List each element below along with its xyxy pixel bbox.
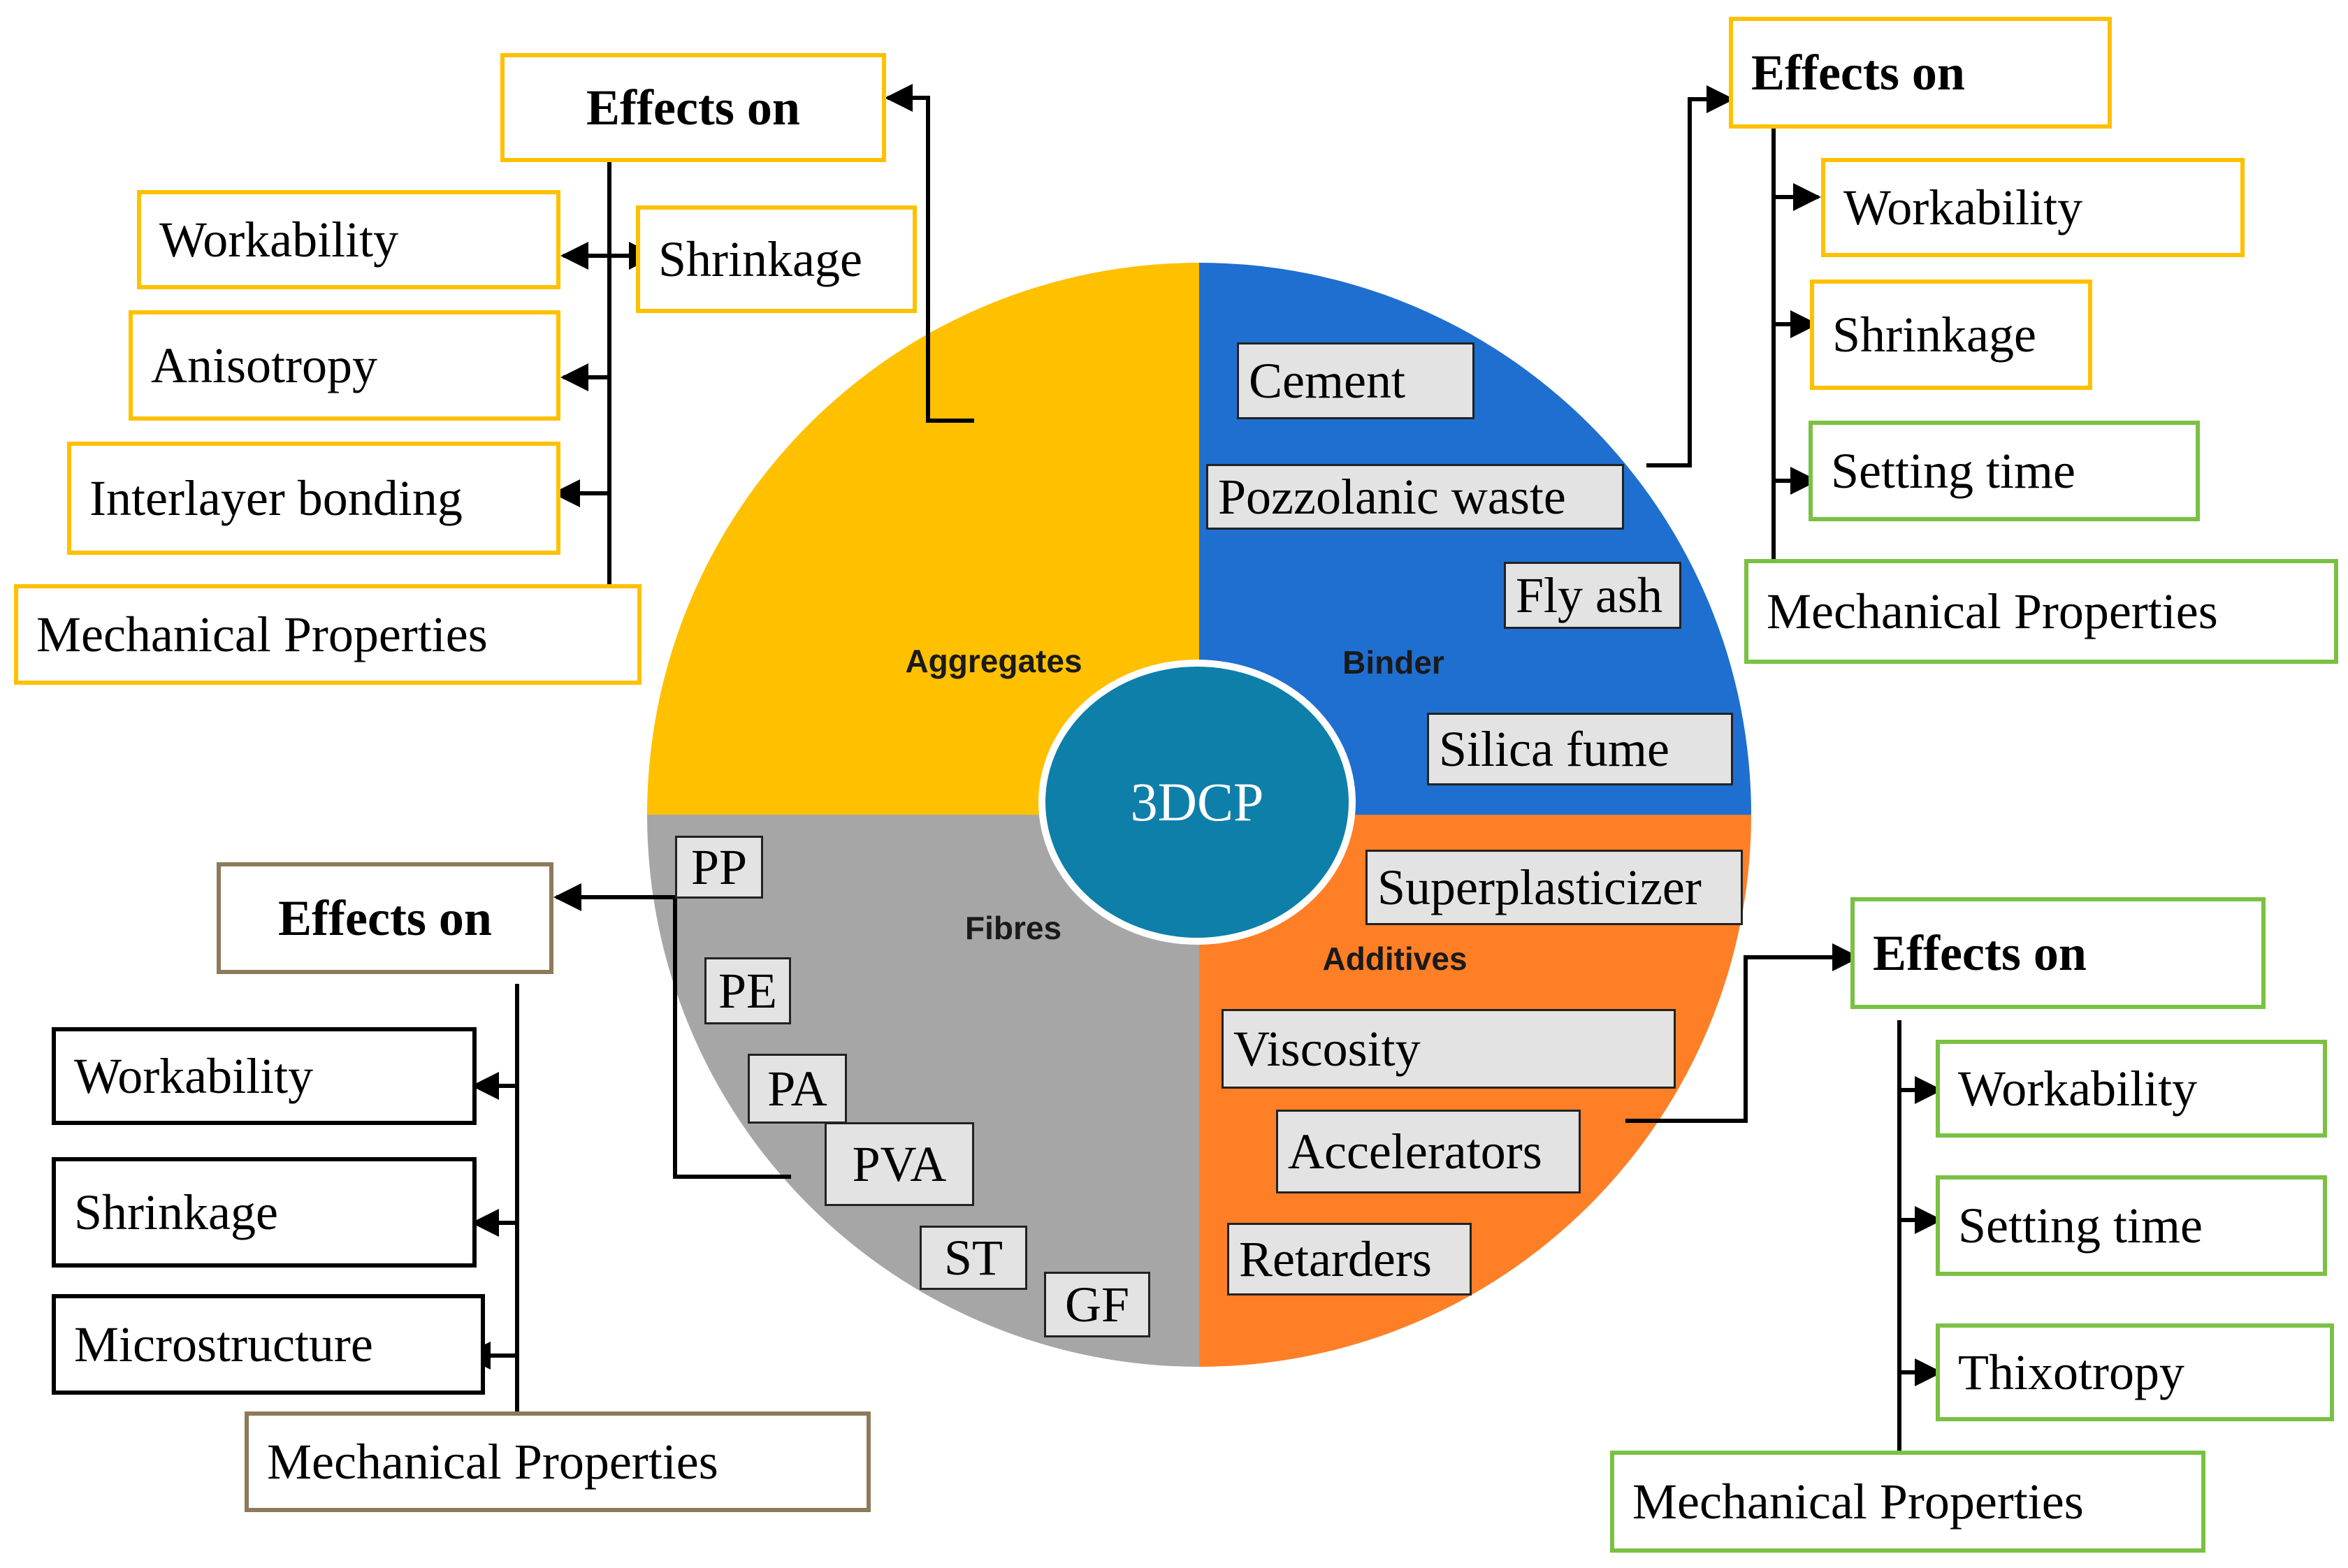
binder-connectors [1646,85,1821,563]
segment-label-additives: Additives [1322,941,1468,977]
aggregates-connectors [552,84,974,584]
additives-effects-header: Effects on [1850,897,2266,1009]
binder-effect-setting-time: Setting time [1809,421,2200,521]
additive-item-accelerators: Accelerators [1276,1110,1581,1193]
binder-effects-header: Effects on [1729,17,2112,129]
additives-effect-thixotropy: Thixotropy [1936,1323,2334,1421]
center-3dcp: 3DCP [1038,660,1356,945]
aggregates-effect-workability: Workability [137,190,560,289]
binder-item-cement: Cement [1237,342,1474,419]
additives-effect-workability: Workability [1936,1040,2327,1138]
binder-effect-mechanical-properties: Mechanical Properties [1744,559,2338,664]
segment-aggregates [647,263,1199,815]
aggregates-effect-mechanical-properties: Mechanical Properties [14,584,642,685]
binder-item-pozzolanic-waste: Pozzolanic waste [1206,464,1624,530]
binder-item-silica-fume: Silica fume [1427,713,1733,785]
additives-effect-mechanical-properties: Mechanical Properties [1610,1451,2205,1553]
additive-item-viscosity: Viscosity [1222,1009,1676,1089]
fibre-item-gf: GF [1044,1272,1150,1337]
fibres-effect-mechanical-properties: Mechanical Properties [245,1411,871,1512]
fibre-item-pp: PP [675,836,763,899]
aggregates-effect-anisotropy: Anisotropy [129,310,560,421]
aggregates-effect-shrinkage: Shrinkage [636,205,917,313]
binder-item-fly-ash: Fly ash [1504,562,1681,629]
fibre-item-pa: PA [748,1054,847,1124]
additives-effect-setting-time: Setting time [1936,1175,2327,1276]
segment-fibres [647,815,1199,1367]
fibres-effect-microstructure: Microstructure [52,1294,485,1395]
segment-label-aggregates: Aggregates [905,643,1082,679]
aggregates-effect-interlayer-bonding: Interlayer bonding [67,442,560,555]
segment-label-binder: Binder [1342,644,1444,681]
fibre-item-st: ST [920,1226,1027,1290]
binder-effect-shrinkage: Shrinkage [1810,280,2092,390]
fibre-item-pe: PE [704,957,791,1024]
fibre-item-pva: PVA [825,1122,974,1206]
additive-item-superplasticizer: Superplasticizer [1365,850,1743,925]
fibres-effect-shrinkage: Shrinkage [52,1157,477,1268]
additive-item-retarders: Retarders [1227,1223,1472,1295]
fibres-effect-workability: Workability [52,1027,477,1125]
aggregates-effects-header: Effects on [500,53,886,162]
fibres-effects-header: Effects on [217,862,553,974]
additives-connectors [1625,943,1943,1452]
segment-label-fibres: Fibres [964,910,1062,946]
binder-effect-workability: Workability [1821,158,2245,257]
